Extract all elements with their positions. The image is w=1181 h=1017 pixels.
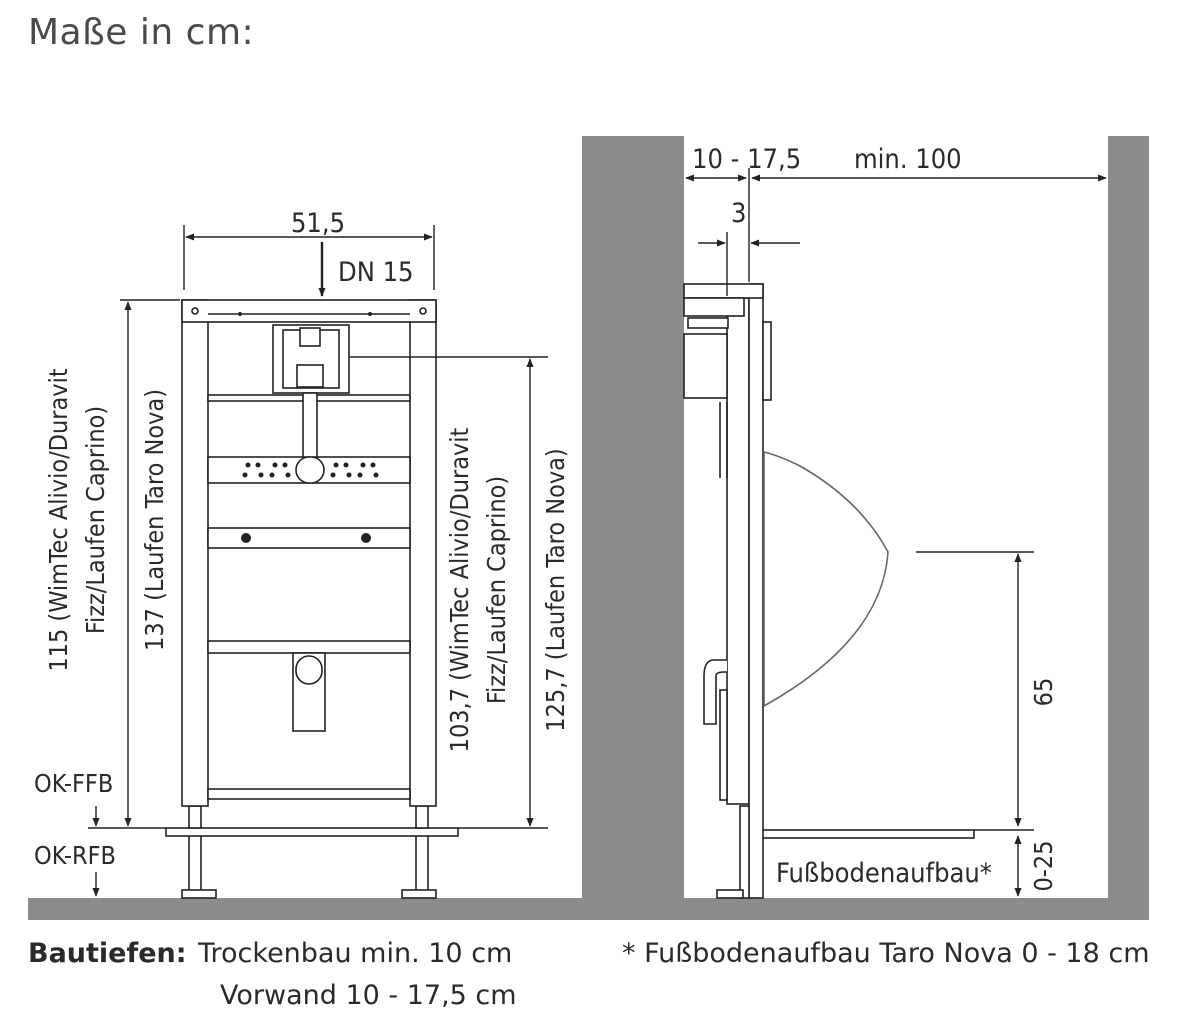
rail-holes [238, 312, 379, 543]
floor-buildup-range-label: 0-25 [1029, 840, 1058, 891]
floor-buildup-label: Fußbodenaufbau* [776, 858, 992, 889]
front-dimension-lines [88, 225, 548, 897]
height-right-label-1: 103,7 (WimTec Alivio/Duravit [445, 427, 474, 752]
page-title: Maße in cm: [28, 12, 255, 53]
side-dimension-lines [685, 168, 1107, 897]
wall-depth-label: 10 - 17,5 [692, 144, 801, 175]
height-left-label-2: Fizz/Laufen Caprino) [81, 406, 110, 634]
clearance-label: min. 100 [854, 144, 962, 175]
height-left-label-1: 115 (WimTec Alivio/Duravit [44, 368, 73, 671]
front-frame [165, 299, 459, 899]
depth-prewall: Vorwand 10 - 17,5 cm [220, 980, 517, 1011]
urinal-bowl [763, 450, 889, 708]
offset-label: 3 [731, 198, 746, 229]
level-raw-label: OK-RFB [34, 841, 116, 870]
level-finished-label: OK-FFB [34, 769, 113, 798]
wall-left [582, 136, 684, 920]
floor-buildup-note: * Fußbodenaufbau Taro Nova 0 - 18 cm [622, 938, 1150, 969]
height-left-label-3: 137 (Laufen Taro Nova) [140, 389, 169, 651]
depth-drywall: Trockenbau min. 10 cm [198, 938, 513, 969]
inlet-label: DN 15 [338, 257, 414, 288]
height-right-label-2: Fizz/Laufen Caprino) [482, 476, 511, 704]
width-label: 51,5 [291, 208, 345, 239]
depths-label: Bautiefen: [28, 938, 187, 969]
height-right-label-3: 125,7 (Laufen Taro Nova) [541, 448, 570, 731]
side-frame [683, 283, 975, 899]
urinal-height-label: 65 [1029, 678, 1058, 707]
wall-right [1108, 136, 1149, 920]
